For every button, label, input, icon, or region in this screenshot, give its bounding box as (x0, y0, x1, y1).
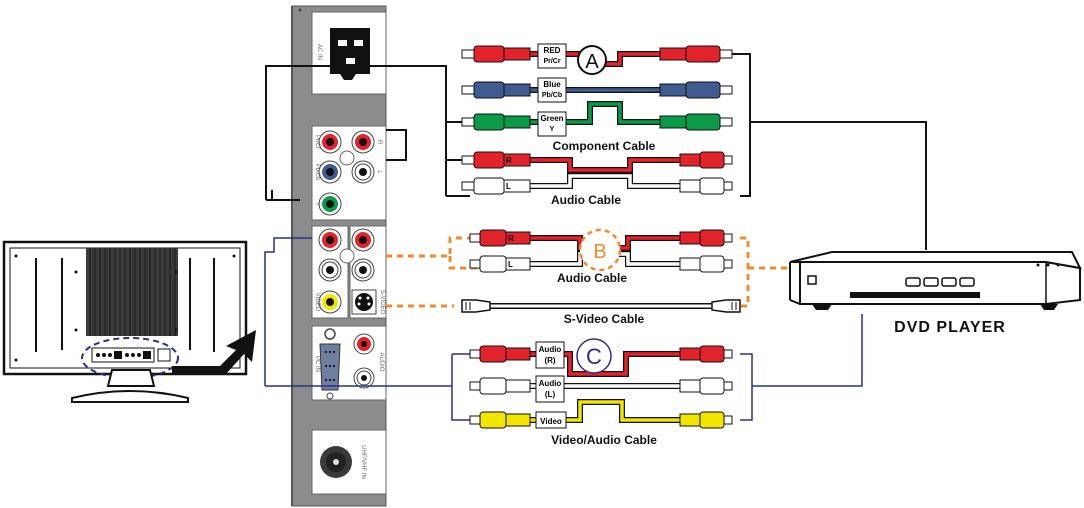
label-audio: AUDIO (378, 352, 384, 371)
tag-audio-l-bottom: (L) (545, 390, 556, 399)
tag-blue: Blue Pb/Cb (537, 77, 567, 103)
marker-c-label: C (586, 344, 602, 369)
cable-svideo (461, 299, 741, 313)
label-uhf: UHF/VHF IN (360, 445, 366, 479)
tag-red: RED Pr/Cr (537, 43, 567, 69)
jack-av2-l (351, 258, 375, 282)
tag-blue-bottom: Pb/Cb (542, 92, 562, 99)
jack-video (318, 290, 342, 314)
tag-audio-r-top: Audio (539, 345, 562, 354)
component-group-wiring (265, 53, 927, 250)
antenna-jack (320, 446, 352, 478)
power-button (807, 275, 817, 285)
marker-a-label: A (585, 51, 599, 73)
caption-video-audio-cable: Video/Audio Cable (551, 433, 657, 447)
marker-b (578, 228, 622, 272)
jack-av-r (318, 228, 342, 252)
jack-av2-r (351, 228, 375, 252)
caption-audio-cable-2: Audio Cable (557, 271, 627, 285)
cable-audio-1-red (461, 151, 733, 173)
tag-video: Video (535, 411, 567, 429)
label-comp-l: L (376, 170, 382, 174)
label-comp-r: R (376, 140, 382, 145)
tag-blue-top: Blue (543, 80, 561, 89)
svideo-audio-group-wiring (386, 236, 790, 308)
audio1-r-letter: R (506, 156, 512, 165)
ac-in-label: AC IN (316, 44, 322, 60)
av-group-wiring (264, 237, 863, 421)
tv-vent-grille (86, 248, 178, 336)
jack-pb (318, 160, 342, 184)
tag-video-text: Video (540, 417, 562, 426)
cable-audio-1-white (461, 173, 733, 195)
cable-av-white (469, 377, 733, 395)
label-video: VIDEO (314, 293, 320, 312)
tag-audio-r-bottom: (R) (544, 356, 555, 365)
caption-svideo-cable: S-Video Cable (564, 312, 645, 326)
jack-av-l (318, 258, 342, 282)
cable-component-blue (461, 81, 733, 99)
caption-audio-cable-1: Audio Cable (551, 193, 621, 207)
zoom-arrow (172, 330, 256, 374)
jack-pc-audio-2 (353, 367, 375, 389)
tag-audio-r: Audio (R) (535, 341, 565, 369)
dvd-player-caption: DVD PLAYER (894, 319, 1006, 336)
label-pr: Pr/Cr (314, 135, 320, 149)
label-y: Y (314, 202, 320, 206)
audio2-r-letter: R (508, 234, 514, 243)
cable-component-green (461, 101, 733, 131)
label-pb: Pb/Cb (314, 164, 320, 181)
audio1-l-letter: L (506, 182, 511, 191)
tag-red-bottom: Pr/Cr (543, 58, 560, 65)
audio2-l-letter: L (508, 260, 513, 269)
tag-green-bottom: Y (550, 126, 555, 133)
tv-rear-view (2, 240, 248, 403)
disc-tray (850, 292, 980, 298)
marker-a (577, 45, 607, 75)
marker-c (576, 338, 612, 374)
dvd-player (789, 251, 1082, 310)
tag-red-top: RED (544, 46, 561, 55)
jack-svideo (351, 289, 377, 315)
jack-component-audio-l (351, 160, 375, 184)
jack-y (318, 192, 342, 216)
tag-audio-l: Audio (L) (535, 375, 565, 403)
tv-stand-neck (106, 369, 156, 387)
tag-green: Green Y (537, 111, 567, 137)
tag-green-top: Green (540, 114, 563, 123)
label-svideo: S-VIDEO (379, 290, 385, 315)
tv-stand-base (71, 390, 189, 403)
ac-in-socket (330, 28, 370, 80)
marker-b-label: B (593, 241, 606, 263)
jack-pr (318, 130, 342, 154)
jack-component-audio-r (351, 130, 375, 154)
jack-pc-audio (353, 333, 375, 355)
cable-av-yellow (469, 399, 733, 429)
caption-component-cable: Component Cable (553, 139, 656, 153)
label-pc-in: PC IN (314, 356, 320, 372)
tv-connection-panel: AC IN Pr/Cr Pb/Cb Y R L (291, 5, 387, 507)
tag-audio-l-top: Audio (539, 379, 562, 388)
